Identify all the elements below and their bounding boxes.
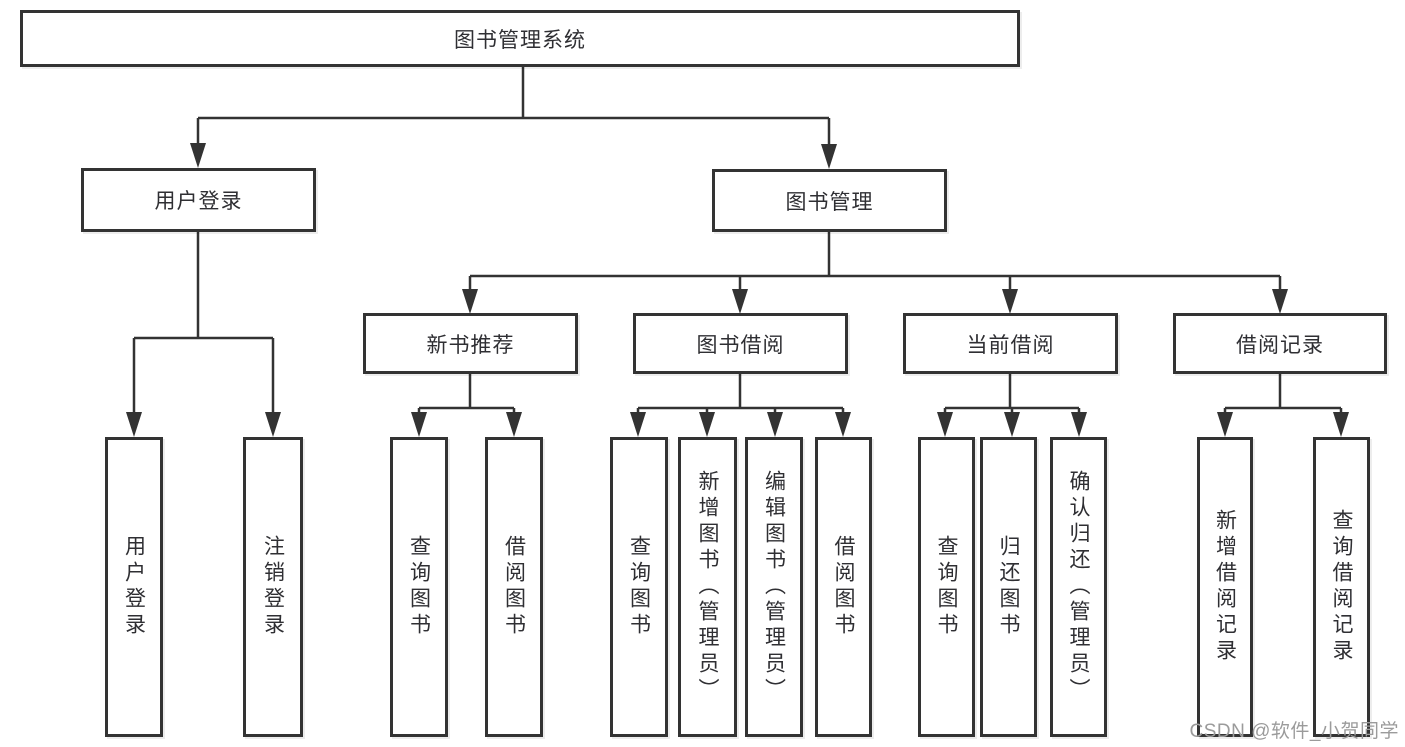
arrow-heads <box>126 143 1349 437</box>
leaf-logout: 注销登录 <box>243 437 303 737</box>
leaf-query-books-borrow: 查询图书 <box>610 437 668 737</box>
node-borrowing-records: 借阅记录 <box>1173 313 1387 374</box>
leaf-borrow-books: 借阅图书 <box>815 437 872 737</box>
node-user-login: 用户登录 <box>81 168 316 232</box>
leaf-borrow-books-recommend: 借阅图书 <box>485 437 543 737</box>
leaf-query-borrow-record: 查询借阅记录 <box>1313 437 1370 737</box>
node-book-borrowing: 图书借阅 <box>633 313 848 374</box>
leaf-edit-book-admin: 编辑图书（管理员） <box>745 437 803 737</box>
node-current-borrowing: 当前借阅 <box>903 313 1118 374</box>
leaf-add-borrow-record: 新增借阅记录 <box>1197 437 1253 737</box>
leaf-add-book-admin: 新增图书（管理员） <box>678 437 737 737</box>
node-book-management: 图书管理 <box>712 169 947 232</box>
csdn-watermark: CSDN @软件_小贺同学 <box>1189 721 1399 742</box>
leaf-return-book: 归还图书 <box>980 437 1037 737</box>
leaf-user-login: 用户登录 <box>105 437 163 737</box>
leaf-query-books-current: 查询图书 <box>918 437 975 737</box>
node-root-system: 图书管理系统 <box>20 10 1020 67</box>
leaf-query-books-recommend: 查询图书 <box>390 437 448 737</box>
leaf-confirm-return-admin: 确认归还（管理员） <box>1050 437 1107 737</box>
node-new-book-recommend: 新书推荐 <box>363 313 578 374</box>
